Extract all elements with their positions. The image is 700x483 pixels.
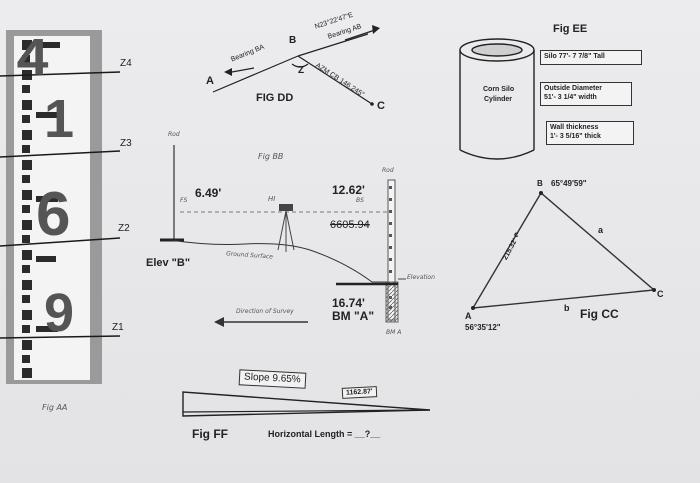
silo-label-line2: Cylinder	[484, 96, 513, 103]
triangle	[471, 191, 656, 310]
fs-label: FS	[180, 197, 188, 204]
side-b-label: b	[564, 303, 570, 313]
silo-cylinder	[459, 38, 535, 160]
leveling-profile	[160, 145, 406, 327]
bm-a-label: BM "A"	[332, 309, 375, 323]
side-c-label: c	[514, 230, 519, 239]
fig-aa-caption: Fig AA	[42, 403, 68, 412]
angle-z-label: Z	[298, 65, 305, 76]
bm-small-label: BM A	[386, 329, 402, 336]
silo-diameter-box: Outside Diameter 51'- 3 1/4" width	[540, 82, 632, 106]
bs-reading: 12.62'	[332, 183, 365, 197]
wall-label: Wall thickness	[550, 124, 599, 131]
hypotenuse-length: 1162.87'	[341, 386, 377, 399]
bearing-lines	[212, 29, 376, 105]
elev-b-label: Elev "B"	[146, 257, 191, 269]
rod-digit-9: 9	[44, 283, 75, 343]
wall-thickness-box: Wall thickness 1'- 3 5/16" thick	[546, 121, 634, 145]
z-lines	[0, 71, 121, 339]
silo-height-box: Silo 77'- 7 7/8" Tall	[540, 50, 642, 65]
level-rod	[0, 30, 121, 384]
bs-label: BS	[356, 197, 364, 204]
z3-label: Z3	[120, 138, 132, 149]
slope-triangle	[182, 391, 431, 417]
diameter-value: 51'- 3 1/4" width	[544, 93, 597, 101]
hi-label: HI	[268, 195, 276, 203]
angle-a-value: 56°35'12"	[465, 323, 501, 332]
rod-digit-1: 1	[44, 89, 75, 149]
fs-reading: 6.49'	[195, 186, 222, 200]
slope-label: Slope 9.65%	[238, 369, 307, 389]
fig-dd-caption: FIG DD	[256, 92, 294, 104]
angle-b-value: 65°49'59"	[551, 179, 587, 188]
bm-reading: 16.74'	[332, 296, 365, 310]
vertex-b-label: B	[537, 179, 543, 188]
fig-ff-caption: Fig FF	[192, 427, 228, 441]
point-c-label: C	[377, 100, 385, 112]
point-a-label: A	[206, 75, 214, 87]
side-a-label: a	[598, 225, 604, 235]
fig-ee-caption: Fig EE	[553, 23, 588, 35]
point-c-dot	[370, 102, 374, 106]
z2-label: Z2	[118, 223, 130, 234]
elevation-label: Elevation	[407, 274, 435, 281]
struck-elevation: 6605.94	[330, 219, 370, 231]
arrow-ab-icon	[372, 25, 380, 34]
diameter-label: Outside Diameter	[544, 85, 602, 92]
vertex-c-label: C	[657, 289, 664, 299]
horizontal-length-question: Horizontal Length = __?__	[268, 429, 381, 439]
wall-value: 1'- 3 5/16" thick	[550, 132, 601, 140]
point-b-label: B	[289, 35, 297, 46]
silo-height: Silo 77'- 7 7/8" Tall	[544, 53, 605, 60]
arrow-ba-icon	[224, 68, 232, 76]
silo-label-line1: Corn Silo	[483, 86, 515, 93]
direction-label: Direction of Survey	[236, 308, 294, 315]
fig-bb-caption: Fig BB	[258, 152, 284, 161]
rod-digit-4: 4	[16, 29, 49, 87]
rod-digit-6: 6	[36, 180, 71, 249]
vertex-a-label: A	[465, 311, 472, 321]
rod-left-label: Rod	[168, 131, 180, 138]
z4-label: Z4	[120, 58, 132, 69]
rod-graduations	[22, 40, 60, 378]
rod-right-label: Rod	[382, 167, 394, 174]
z1-label: Z1	[112, 322, 124, 333]
fig-cc-caption: Fig CC	[580, 307, 619, 321]
